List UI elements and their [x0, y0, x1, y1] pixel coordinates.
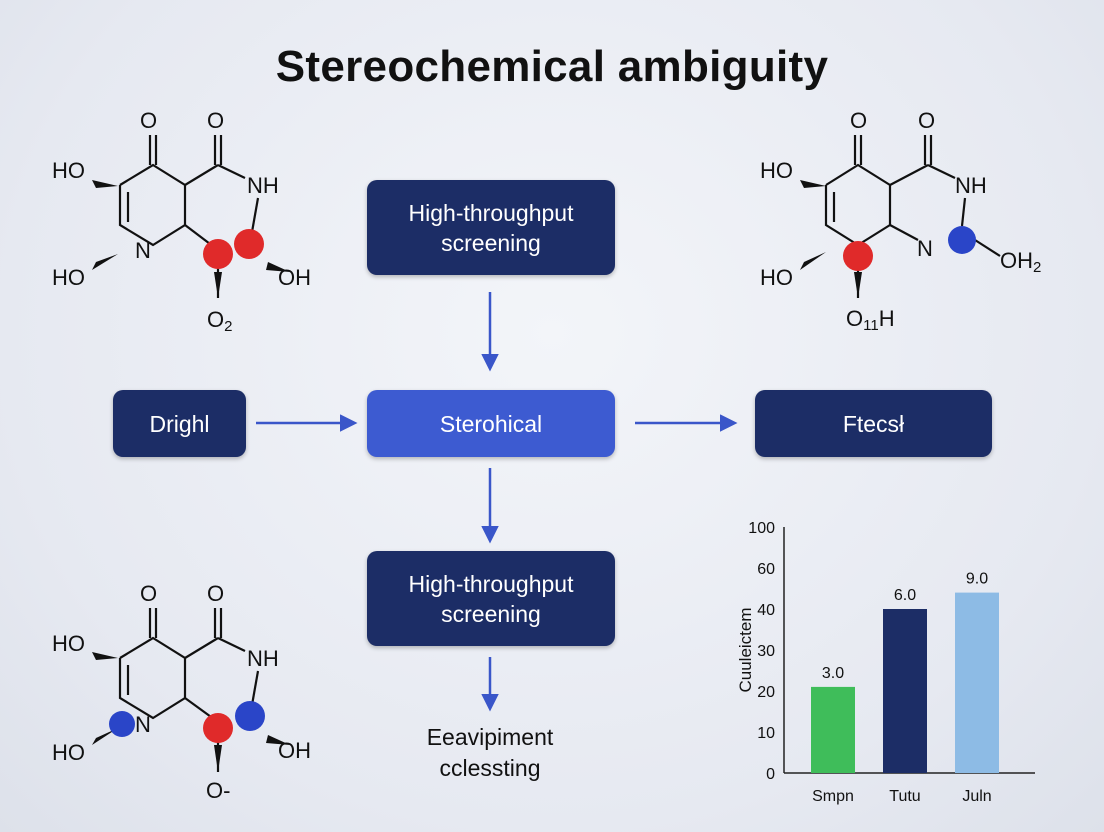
- box-center: Sterohical: [367, 390, 615, 457]
- tl-o1: O: [140, 108, 157, 133]
- atom-blue-2: [109, 711, 135, 737]
- box-left: Drighl: [113, 390, 246, 457]
- tl-ho2: HO: [52, 265, 85, 290]
- tl-bottom-main: O: [207, 307, 224, 332]
- bl-ho1: HO: [52, 631, 85, 656]
- chart-y-label: Cuuleictem: [736, 607, 755, 692]
- tr-bottom: O11H: [846, 306, 895, 334]
- bottom-step-text: Eeavipiment cclessting: [372, 722, 608, 784]
- box-right: Ftecsł: [755, 390, 992, 457]
- tl-bottom: O2: [207, 307, 232, 335]
- tr-oh-main: OH: [1000, 248, 1033, 273]
- atom-red-4: [203, 713, 233, 743]
- tr-bottom-suffix: H: [879, 306, 895, 331]
- bl-ho2: HO: [52, 740, 85, 765]
- bar-value-label: 3.0: [822, 665, 844, 682]
- bar-tutu: [883, 609, 927, 773]
- bl-o1: O: [140, 581, 157, 606]
- atom-red-2: [234, 229, 264, 259]
- y-tick-label: 60: [757, 561, 775, 578]
- tr-o2: O: [918, 108, 935, 133]
- bottom-step-line2: cclessting: [439, 755, 541, 781]
- bl-oh: OH: [278, 738, 311, 763]
- y-tick-label: 100: [748, 520, 775, 537]
- tr-nh: NH: [955, 173, 987, 198]
- tr-oh: OH2: [1000, 248, 1041, 276]
- box-right-label: Ftecsł: [842, 410, 905, 437]
- x-category-label: Tutu: [889, 788, 920, 805]
- tr-o1: O: [850, 108, 867, 133]
- diagram-title: Stereochemical ambiguity: [275, 42, 829, 91]
- box-center-label: Sterohical: [439, 410, 543, 437]
- tr-oh-sub: 2: [1033, 259, 1041, 276]
- y-tick-label: 20: [757, 684, 775, 701]
- bar-value-label: 6.0: [894, 587, 916, 604]
- tl-nh: NH: [247, 173, 279, 198]
- chart-ticks: 0 10 20 30 40 60 100: [748, 520, 775, 783]
- tl-ho1: HO: [52, 158, 85, 183]
- box-lower-screening: High-throughput screening: [367, 551, 615, 646]
- atom-blue-1: [948, 226, 976, 254]
- y-tick-label: 30: [757, 643, 775, 660]
- bl-n: N: [135, 712, 151, 737]
- tr-bottom-sub: 11: [863, 317, 879, 334]
- tl-oh: OH: [278, 265, 311, 290]
- box-top-screening: High-throughput screening: [367, 180, 615, 275]
- box-left-label: Drighl: [149, 410, 210, 437]
- atom-red-3: [843, 241, 873, 271]
- x-category-label: Smpn: [812, 788, 854, 805]
- tr-bottom-main: O: [846, 306, 863, 331]
- box-lower-screening-label: High-throughput screening: [408, 570, 574, 627]
- tl-bottom-sub: 2: [224, 318, 232, 335]
- x-category-label: Juln: [962, 788, 991, 805]
- tl-o2: O: [207, 108, 224, 133]
- tr-ho2: HO: [760, 265, 793, 290]
- y-tick-label: 0: [766, 766, 775, 783]
- tr-n: N: [917, 236, 933, 261]
- tl-n: N: [135, 238, 151, 263]
- bl-bottom: O-: [206, 778, 230, 803]
- y-tick-label: 40: [757, 602, 775, 619]
- box-top-screening-label: High-throughput screening: [408, 199, 574, 256]
- bottom-step-line1: Eeavipiment: [426, 724, 554, 750]
- bar-value-label: 9.0: [966, 571, 988, 588]
- bar-juln: [955, 592, 999, 773]
- y-tick-label: 10: [757, 725, 775, 742]
- atom-blue-3: [235, 701, 265, 731]
- tr-ho1: HO: [760, 158, 793, 183]
- bl-nh: NH: [247, 646, 279, 671]
- bar-smpn: [811, 686, 855, 773]
- bl-o2: O: [207, 581, 224, 606]
- atom-red-1: [203, 239, 233, 269]
